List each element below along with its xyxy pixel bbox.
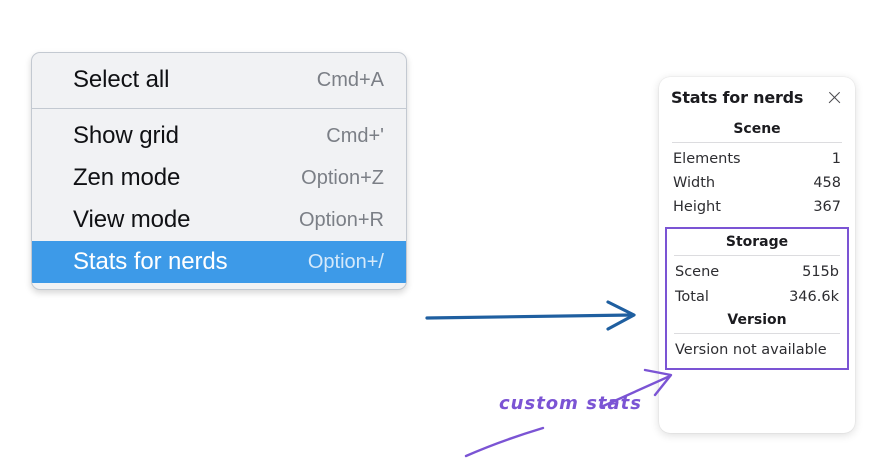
stats-for-nerds-panel: Stats for nerds Scene Elements 1 Width 4… <box>659 77 855 433</box>
close-icon[interactable] <box>826 89 843 106</box>
menu-item-label: Stats for nerds <box>73 248 228 275</box>
stat-row-width: Width 458 <box>671 171 843 195</box>
stat-row-elements: Elements 1 <box>671 147 843 171</box>
menu-separator <box>32 108 406 109</box>
custom-stats-highlight-box: Storage Scene 515b Total 346.6k Version … <box>665 227 849 370</box>
version-text: Version not available <box>675 341 827 358</box>
menu-item-stats-for-nerds[interactable]: Stats for nerds Option+/ <box>32 241 406 283</box>
stat-label: Total <box>675 288 709 305</box>
menu-group-1: Select all Cmd+A <box>32 53 406 108</box>
scene-section: Scene Elements 1 Width 458 Height 367 <box>671 118 843 219</box>
stat-value: 1 <box>831 151 841 167</box>
menu-item-label: Zen mode <box>73 164 181 191</box>
stat-row-storage-scene: Scene 515b <box>673 260 841 284</box>
menu-item-label: Select all <box>73 66 170 93</box>
menu-item-zen-mode[interactable]: Zen mode Option+Z <box>32 157 406 199</box>
stat-value: 458 <box>813 175 841 192</box>
version-section-heading: Version <box>727 311 787 328</box>
divider <box>674 255 840 257</box>
menu-item-shortcut: Option+R <box>298 208 384 231</box>
context-menu[interactable]: Select all Cmd+A Show grid Cmd+' Zen mod… <box>31 52 407 290</box>
menu-group-2: Show grid Cmd+' Zen mode Option+Z View m… <box>32 109 406 289</box>
stat-row-height: Height 367 <box>671 195 843 219</box>
divider <box>674 332 840 334</box>
menu-item-shortcut: Cmd+' <box>326 124 384 147</box>
custom-stats-annotation-label: custom stats <box>499 393 642 414</box>
scene-section-heading: Scene <box>733 121 781 137</box>
blue-arrow <box>425 300 636 331</box>
purple-underline-stroke <box>464 426 545 458</box>
stats-panel-header: Stats for nerds <box>671 88 843 107</box>
divider <box>672 142 842 143</box>
stat-label: Elements <box>673 151 741 167</box>
stat-label: Width <box>673 175 716 192</box>
menu-item-label: View mode <box>73 206 191 233</box>
panel-title: Stats for nerds <box>671 88 804 107</box>
storage-section-heading: Storage <box>725 234 789 251</box>
menu-item-shortcut: Option+Z <box>301 166 384 189</box>
menu-item-view-mode[interactable]: View mode Option+R <box>32 199 406 241</box>
menu-item-shortcut: Option+/ <box>307 250 384 273</box>
stat-value: 515b <box>802 264 839 281</box>
stat-label: Height <box>673 199 721 216</box>
menu-item-label: Show grid <box>73 122 179 149</box>
stat-label: Scene <box>675 264 720 281</box>
menu-item-show-grid[interactable]: Show grid Cmd+' <box>32 115 406 157</box>
stat-value: 346.6k <box>789 288 839 305</box>
version-section: Version Version not available <box>673 309 841 362</box>
stat-value: 367 <box>813 199 841 216</box>
menu-item-shortcut: Cmd+A <box>316 68 384 91</box>
storage-section: Storage Scene 515b Total 346.6k <box>673 231 841 308</box>
stat-row-storage-total: Total 346.6k <box>673 285 841 309</box>
menu-item-select-all[interactable]: Select all Cmd+A <box>32 59 406 101</box>
